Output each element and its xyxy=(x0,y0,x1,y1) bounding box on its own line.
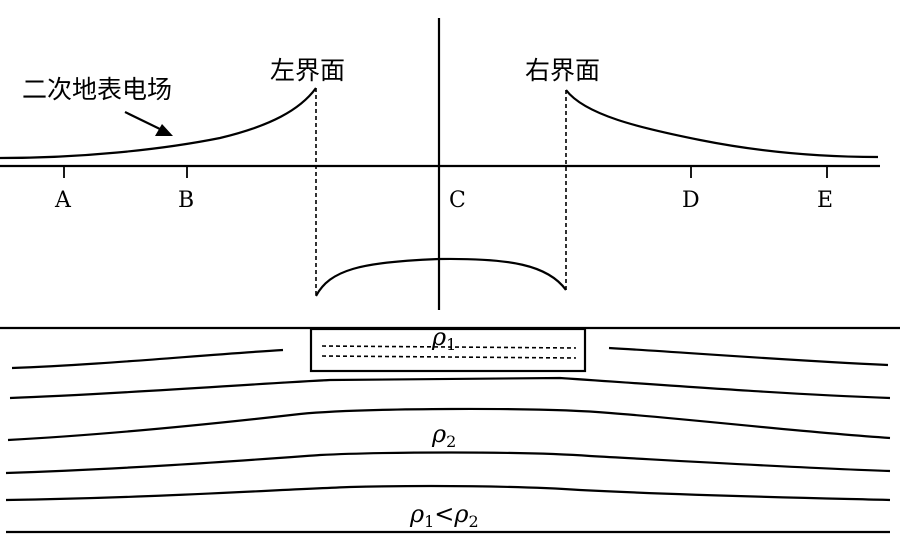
layer-line-1-right xyxy=(608,346,889,367)
field-curve-right xyxy=(565,89,879,159)
layer-line-3 xyxy=(7,407,891,442)
point-label-b: B xyxy=(178,188,194,213)
left-interface-label: 左界面 xyxy=(270,56,345,85)
rho1-subscript: 1 xyxy=(446,335,456,354)
point-label-d: D xyxy=(682,188,700,213)
relation-op: < xyxy=(434,500,454,528)
rho2-subscript: 2 xyxy=(446,432,456,451)
relation-sub-a: 1 xyxy=(424,512,434,531)
point-label-e: E xyxy=(817,188,833,213)
anomaly-body xyxy=(309,327,587,373)
field-curve-left xyxy=(0,87,317,160)
rho2-label: ρ2 xyxy=(431,420,456,451)
field-arrow xyxy=(124,111,173,136)
relation-label: ρ1<ρ2 xyxy=(409,500,479,531)
layer-line-4 xyxy=(5,451,891,475)
point-label-a: A xyxy=(54,188,72,213)
anomaly-dash-1 xyxy=(321,345,577,349)
relation-sub-b: 2 xyxy=(469,512,479,531)
point-label-c: C xyxy=(449,188,466,213)
layer-line-1-left xyxy=(11,348,284,370)
point-ticks xyxy=(63,166,828,178)
field-curve-center xyxy=(315,257,567,297)
relation-rho-b: ρ xyxy=(453,500,468,528)
rho2-symbol: ρ xyxy=(431,420,446,448)
rho1-label: ρ1 xyxy=(431,323,456,354)
layer-line-2 xyxy=(9,376,891,400)
anomaly-dash-2 xyxy=(321,355,577,359)
relation-rho-a: ρ xyxy=(409,500,424,528)
rho1-symbol: ρ xyxy=(431,323,446,351)
field-label: 二次地表电场 xyxy=(22,75,172,104)
layer-line-5 xyxy=(5,484,891,502)
right-interface-label: 右界面 xyxy=(525,56,600,85)
